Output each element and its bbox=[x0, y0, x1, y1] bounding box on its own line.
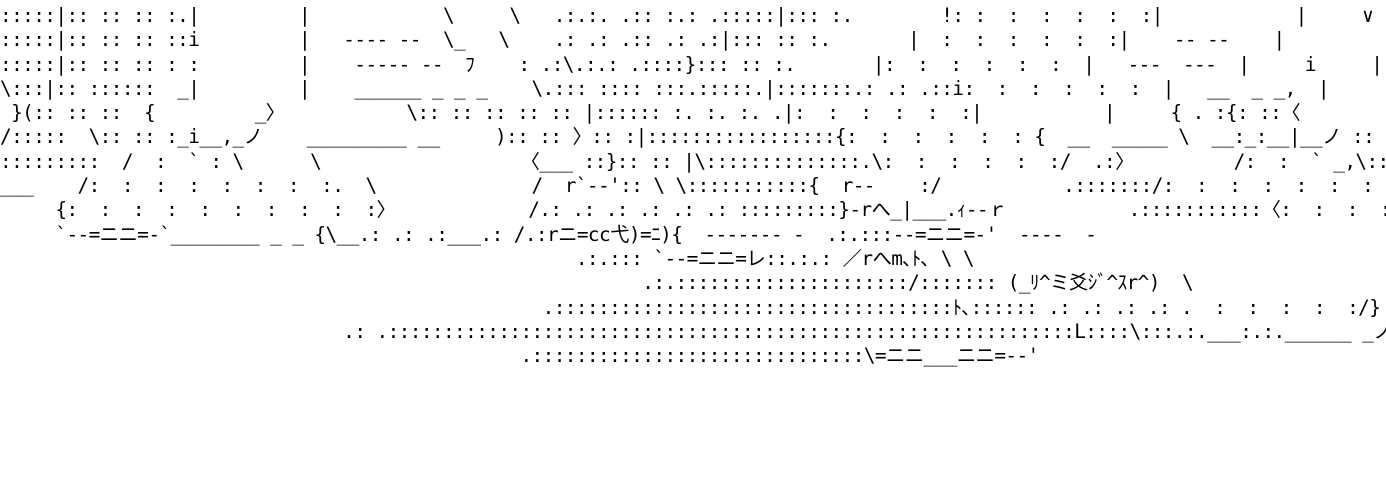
art-line: /::::: \:: :: :_i__,_ノ _________ __ ):: … bbox=[0, 125, 1386, 149]
art-line: .::::::::::::::::::::::::::::::::::::ﾄ､:… bbox=[0, 295, 1381, 319]
art-line: \:::|:: :::::: _| | ______ _ _ _ \.::: :… bbox=[0, 76, 1386, 100]
art-line: :::::|:: :: :: ::i | ---- -- \_ \ .: .: … bbox=[0, 28, 1285, 52]
art-line: .:.::: `--=ニニ=レ::.:.: ／rへm､ﾄ､ \ \ bbox=[0, 246, 975, 270]
art-line: }(:: :: :: { _〉 \:: :: :: :: :: |:::::: … bbox=[0, 101, 1301, 125]
art-line: {: : : : : : : : : :〉 /.: .: .: .: .: .:… bbox=[55, 198, 1386, 222]
art-line: .:.:::::::::::::::::::::/::::::: (_ﾘ^ミ爻ｼ… bbox=[0, 271, 1194, 295]
art-line: .: .::::::::::::::::::::::::::::::::::::… bbox=[0, 319, 1386, 343]
art-line: ___ /: : : : : : : :. \ / r`--':: \ \:::… bbox=[0, 174, 1386, 198]
art-line: :::::|:: :: :: : : | ----- -- ﾌ : .:\.:.… bbox=[0, 52, 1386, 76]
art-line: :::::|:: :: :: :.| | \ \ .:.:. .:: :.: .… bbox=[0, 4, 1374, 27]
art-line: ::::::::: / : ` : \ \ 〈___ ::}:: :: |\::… bbox=[0, 149, 1386, 173]
art-line: `--=ニニ=-`________ _ _ {\__.: .: .:___.: … bbox=[0, 222, 1097, 246]
art-line: .::::::::::::::::::::::::::::::\=ニニ___ニニ… bbox=[0, 344, 1039, 368]
ascii-art-block: :::::|:: :: :: :.| | \ \ .:.:. .:: :.: .… bbox=[0, 4, 1386, 494]
